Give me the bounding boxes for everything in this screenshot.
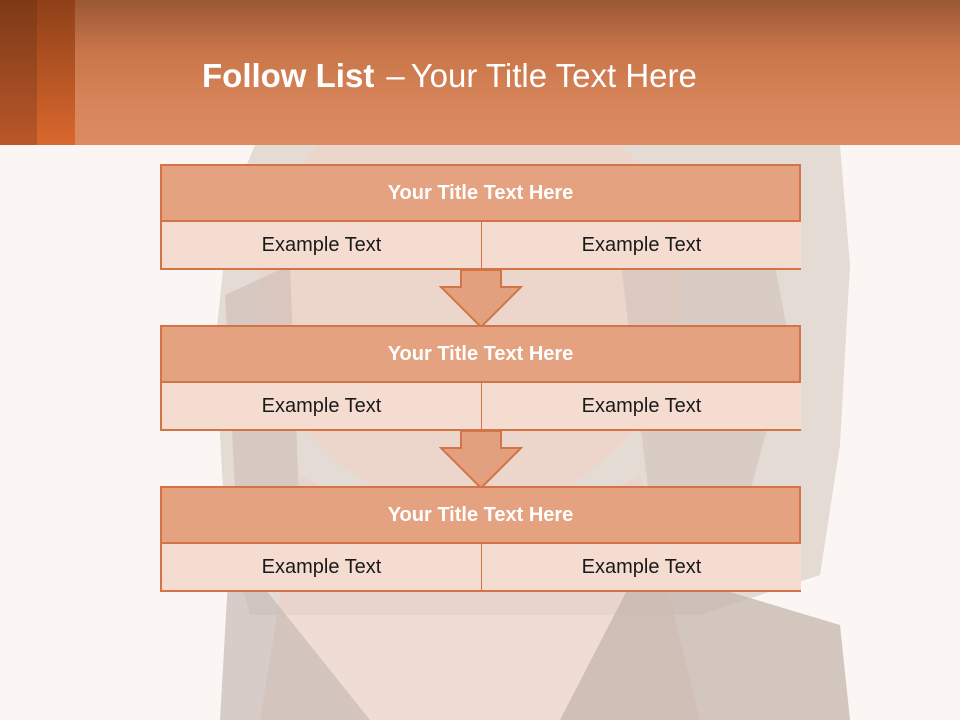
step-text-right: Example Text (482, 222, 801, 268)
title-rest: Your Title Text Here (410, 57, 697, 94)
accent-bar (0, 0, 37, 145)
step-text-left: Example Text (162, 222, 483, 268)
step-box-1: Your Title Text Here Example Text Exampl… (160, 164, 801, 270)
accent-bar (37, 0, 75, 145)
step-title: Your Title Text Here (162, 327, 799, 383)
step-text-right: Example Text (482, 544, 801, 590)
title-bold: Follow List (202, 57, 375, 94)
step-title: Your Title Text Here (162, 488, 799, 544)
step-box-2: Your Title Text Here Example Text Exampl… (160, 325, 801, 431)
step-box-3: Your Title Text Here Example Text Exampl… (160, 486, 801, 592)
step-text-right: Example Text (482, 383, 801, 429)
title-dash: – (386, 57, 405, 94)
step-title: Your Title Text Here (162, 166, 799, 222)
down-arrow-icon (439, 269, 523, 329)
step-text-left: Example Text (162, 544, 483, 590)
down-arrow-icon (439, 430, 523, 490)
step-text-left: Example Text (162, 383, 483, 429)
header-banner (0, 0, 960, 145)
slide-title: Follow List–Your Title Text Here (202, 56, 697, 96)
